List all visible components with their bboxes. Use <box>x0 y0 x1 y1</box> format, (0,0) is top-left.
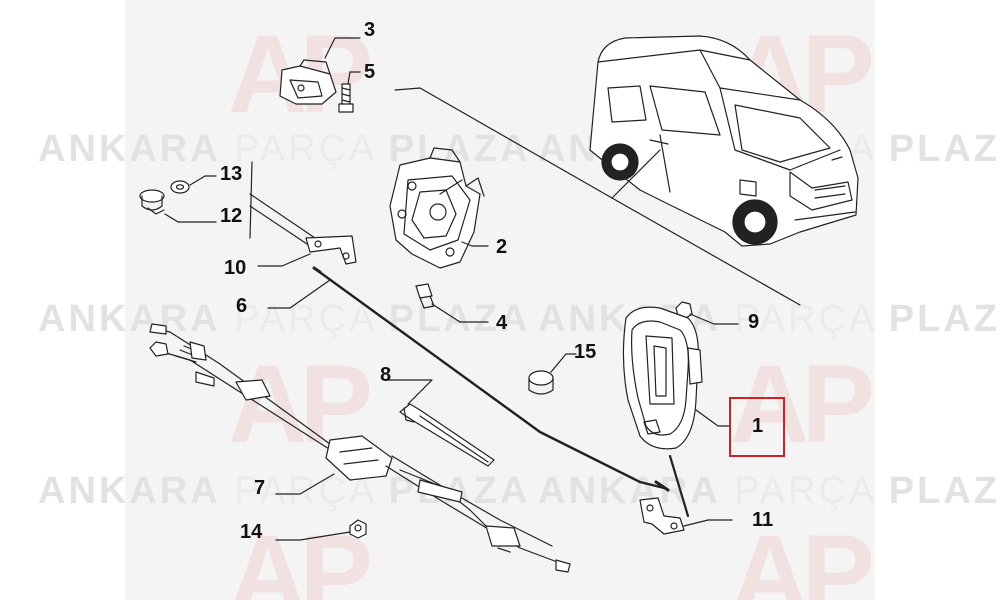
part-label-12: 12 <box>220 205 243 227</box>
part-13-washer <box>170 180 190 194</box>
part-6-rod <box>312 266 670 492</box>
watermark-word: ANKARA <box>38 470 221 512</box>
part-label-10: 10 <box>224 257 247 279</box>
part-label-1: 1 <box>752 415 764 437</box>
part-label-11: 11 <box>752 509 774 531</box>
watermark-logo: AP <box>730 513 875 600</box>
watermark-word: PLAZA <box>388 298 531 340</box>
van-illustration <box>589 35 859 247</box>
watermark-text: ANKARA PARÇA PLAZA <box>38 472 530 510</box>
part-label-7: 7 <box>254 477 266 499</box>
part-2-lock <box>389 147 485 269</box>
part-15-grommet <box>528 370 554 395</box>
part-3-bracket <box>279 59 337 105</box>
part-12-fastener <box>139 189 165 215</box>
part-label-2: 2 <box>496 236 508 258</box>
part-label-9: 9 <box>748 311 760 333</box>
watermark-word: PARÇA <box>234 128 376 170</box>
part-label-6: 6 <box>236 295 248 317</box>
watermark-word: ANKARA <box>538 470 721 512</box>
watermark-logo: AP <box>730 343 875 466</box>
part-5-screw <box>338 83 354 113</box>
part-7-cable <box>149 323 571 573</box>
part-10-bracket <box>305 235 357 265</box>
watermark-word: PARÇA <box>234 298 376 340</box>
part-label-8: 8 <box>380 364 392 386</box>
part-4-bolt <box>415 283 435 309</box>
part-label-13: 13 <box>220 163 243 185</box>
watermark-word: PARÇA <box>734 298 876 340</box>
part-1-handle <box>622 306 703 450</box>
watermark-word: PLAZA <box>888 298 1000 340</box>
watermark-word: PARÇA <box>734 470 876 512</box>
part-14-nut <box>349 519 367 539</box>
highlight-box <box>729 397 785 457</box>
part-8-cable-tie <box>399 403 495 467</box>
part-label-15: 15 <box>574 341 597 363</box>
part-label-4: 4 <box>496 312 508 334</box>
watermark-word: ANKARA <box>38 298 221 340</box>
part-label-14: 14 <box>240 521 263 543</box>
watermark-word: ANKARA <box>38 128 221 170</box>
part-11-bracket <box>639 454 690 535</box>
watermark-word: PLAZA <box>888 470 1000 512</box>
part-label-5: 5 <box>364 61 376 83</box>
part-label-3: 3 <box>364 19 376 41</box>
watermark-word: PLAZA <box>888 128 1000 170</box>
watermark-text: ANKARA PARÇA PLAZA <box>38 300 530 338</box>
watermark-logo: AP <box>228 513 373 600</box>
watermark-text: ANKARA PARÇA PLAZA <box>538 472 1000 510</box>
